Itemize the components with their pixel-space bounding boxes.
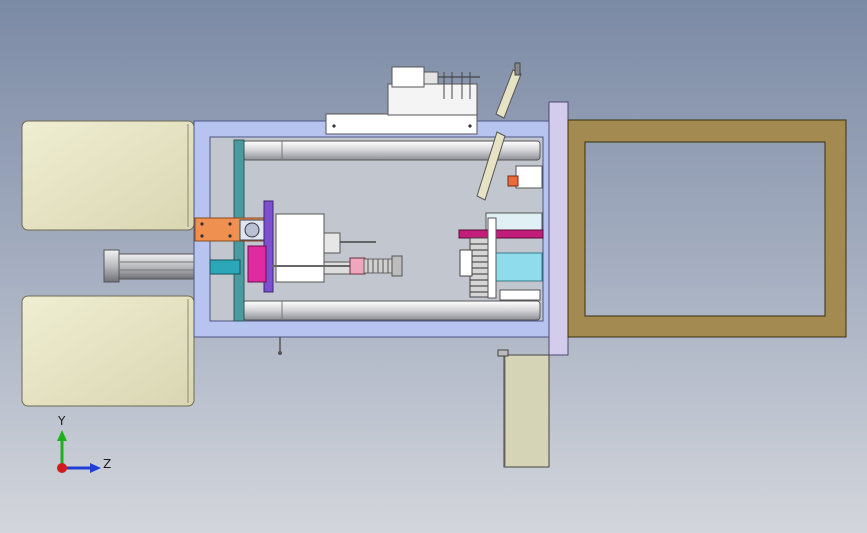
left-top-housing bbox=[21, 120, 195, 231]
axis-y-label: Y bbox=[58, 414, 66, 428]
right-gear-mechanism bbox=[458, 165, 544, 301]
left-bottom-housing bbox=[21, 295, 195, 407]
magenta-block bbox=[247, 245, 267, 283]
top-motor-assembly bbox=[325, 66, 480, 135]
bottom-cabinet bbox=[497, 349, 550, 468]
tan-outer-frame bbox=[567, 119, 847, 338]
pink-coupling bbox=[349, 257, 366, 275]
purple-side-plate bbox=[548, 101, 569, 356]
guide-rods bbox=[242, 140, 541, 321]
diagonal-arm bbox=[476, 62, 522, 201]
teal-shaft bbox=[209, 259, 241, 275]
spring bbox=[363, 255, 403, 277]
axis-z-label: Z bbox=[103, 457, 112, 471]
center-motor bbox=[275, 213, 396, 283]
axis-triad-icon bbox=[57, 430, 101, 473]
left-cylinder bbox=[103, 249, 198, 283]
